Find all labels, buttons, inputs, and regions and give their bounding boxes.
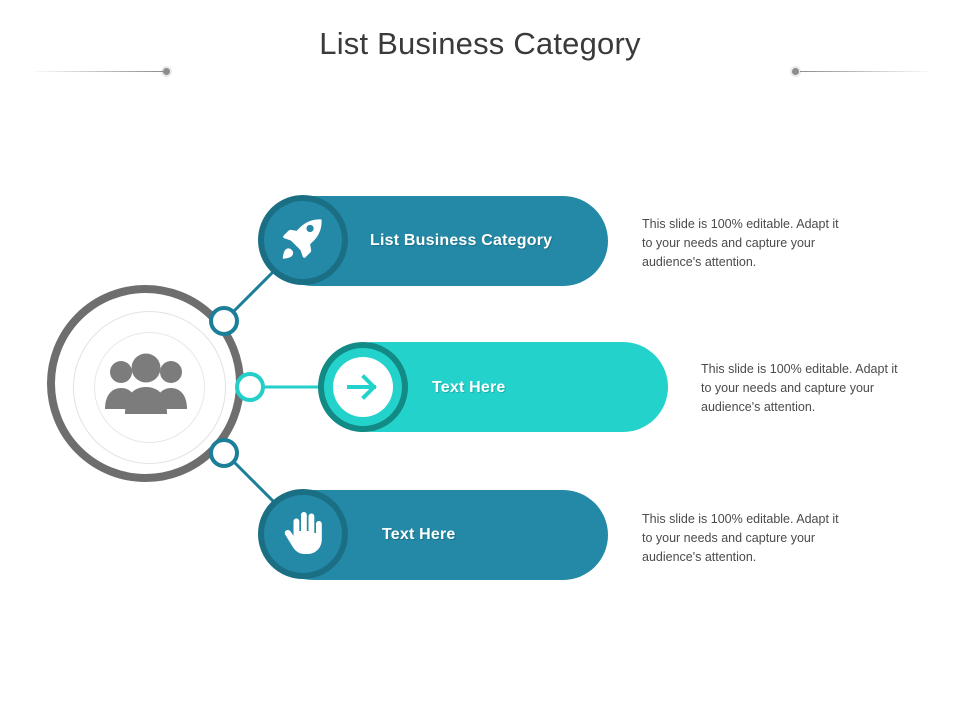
- divider-line-right: [800, 71, 928, 72]
- row-3-description: This slide is 100% editable. Adapt it to…: [642, 512, 839, 564]
- divider-dot-right: [792, 68, 799, 75]
- row-1-badge[interactable]: [258, 195, 348, 285]
- divider-line-left: [35, 71, 163, 72]
- row-3-badge[interactable]: [258, 489, 348, 579]
- row-3-label: Text Here: [382, 526, 456, 543]
- connector-node-2[interactable]: [235, 372, 265, 402]
- connector-node-3[interactable]: [209, 438, 239, 468]
- arrow-right-circle-icon: [333, 357, 393, 417]
- hand-palm-icon: [282, 509, 324, 560]
- row-2-badge[interactable]: [318, 342, 408, 432]
- row-2-label: Text Here: [432, 379, 506, 396]
- people-group-icon: [99, 339, 193, 429]
- row-1-description: This slide is 100% editable. Adapt it to…: [642, 217, 839, 269]
- hub-inner-ring: [94, 332, 205, 443]
- connector-node-1[interactable]: [209, 306, 239, 336]
- divider-dot-left: [163, 68, 170, 75]
- hub-graphic: [47, 285, 252, 490]
- row-2-description: This slide is 100% editable. Adapt it to…: [701, 362, 898, 414]
- page-title: List Business Category: [319, 26, 641, 61]
- row-1-label: List Business Category: [370, 232, 553, 249]
- hub-middle-ring: [73, 311, 226, 464]
- rocket-icon: [280, 215, 326, 266]
